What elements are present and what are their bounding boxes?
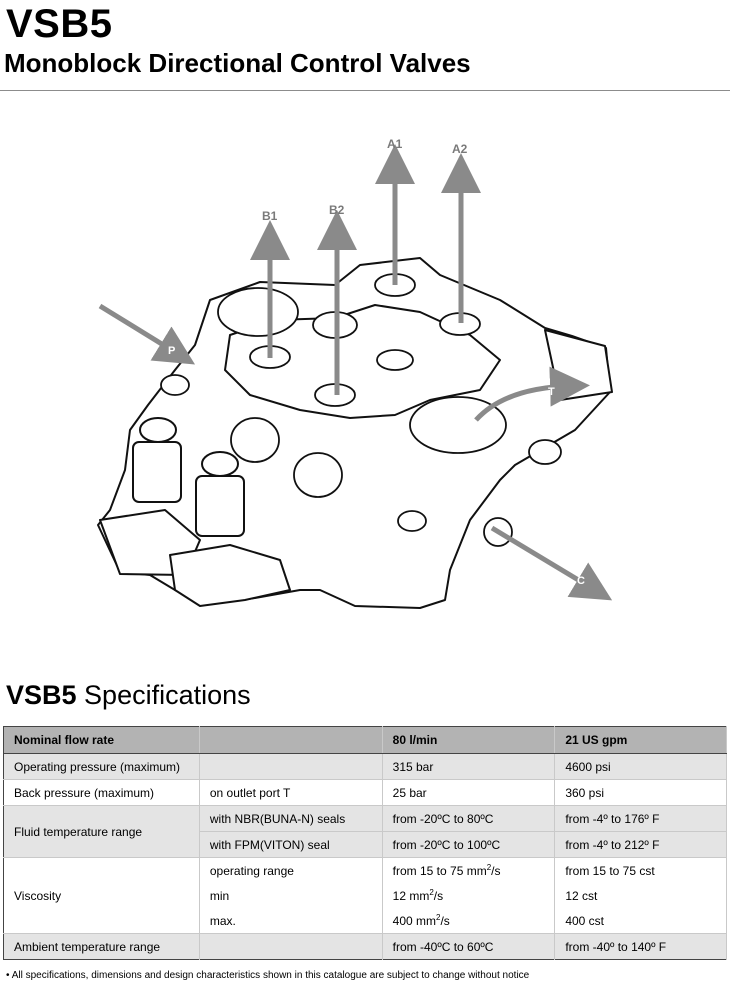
condition-cell: operating range	[199, 857, 383, 883]
metric-value: 400 mm	[392, 913, 437, 928]
imperial-cell: from -4º to 176º F	[554, 805, 727, 832]
imperial-cell: 4600 psi	[554, 753, 727, 780]
table-row: Back pressure (maximum) on outlet port T…	[3, 779, 727, 806]
label-cell: Viscosity	[3, 857, 200, 934]
metric-cell: from -20ºC to 100ºC	[382, 831, 556, 858]
metric-cell: 315 bar	[382, 753, 556, 780]
header-label-cell: Nominal flow rate	[3, 726, 200, 754]
valve-diagram: A1 A2 B1 B2 P T C	[97, 137, 613, 609]
condition-cell: on outlet port T	[199, 779, 383, 806]
table-row: Ambient temperature range from -40ºC to …	[3, 933, 727, 960]
footnote: • All specifications, dimensions and des…	[6, 970, 530, 981]
valve-body	[97, 257, 613, 609]
port-label-a1: A1	[387, 137, 403, 151]
imperial-cell: from -4º to 212º F	[554, 831, 727, 858]
metric-value: 12 mm	[392, 888, 430, 903]
flow-arrows	[98, 144, 613, 601]
unit-exponent: 2	[486, 862, 492, 872]
condition-cell	[199, 753, 383, 780]
header-imperial-cell: 21 US gpm	[554, 726, 727, 754]
metric-cell: 25 bar	[382, 779, 556, 806]
port-label-b2: B2	[329, 203, 345, 217]
port-label-a2: A2	[452, 142, 468, 156]
table-row: Fluid temperature range with NBR(BUNA-N)…	[3, 805, 727, 858]
metric-unit: /s	[491, 863, 501, 878]
imperial-cell: 12 cst	[554, 883, 727, 908]
condition-cell	[199, 933, 383, 960]
unit-exponent: 2	[436, 912, 441, 922]
metric-cell: 12 mm2/s	[382, 883, 556, 908]
metric-cell: from -20ºC to 80ºC	[382, 805, 556, 832]
port-label-p: P	[168, 345, 175, 357]
port-label-t: T	[548, 386, 555, 398]
imperial-cell: from -40º to 140º F	[554, 933, 727, 960]
header-divider	[0, 90, 730, 91]
metric-cell: from -40ºC to 60ºC	[382, 933, 556, 960]
condition-cell: with NBR(BUNA-N) seals	[199, 805, 383, 832]
table-header-row: Nominal flow rate 80 l/min 21 US gpm	[3, 726, 727, 754]
metric-unit: /s	[440, 913, 450, 928]
label-cell: Fluid temperature range	[3, 805, 200, 858]
imperial-cell: 400 cst	[554, 908, 727, 934]
table-row: Operating pressure (maximum) 315 bar 460…	[3, 753, 727, 780]
table-row: max. 400 mm2/s 400 cst	[4, 908, 727, 934]
unit-exponent: 2	[429, 887, 434, 897]
specifications-table: Nominal flow rate 80 l/min 21 US gpm Ope…	[3, 726, 727, 960]
port-label-group: A1 A2 B1 B2	[262, 137, 468, 223]
specifications-heading: VSB5 Specifications	[6, 679, 251, 711]
specifications-heading-text: Specifications	[76, 680, 251, 710]
condition-cell: min	[199, 883, 383, 908]
metric-cell: from 15 to 75 mm2/s	[382, 857, 556, 883]
table-row: Viscosity operating range from 15 to 75 …	[3, 857, 727, 934]
metric-unit: /s	[433, 888, 444, 903]
table-row: min 12 mm2/s 12 cst	[4, 883, 727, 908]
imperial-cell: 360 psi	[554, 779, 727, 806]
header-condition-cell	[199, 726, 383, 754]
page-title: VSB5	[6, 2, 113, 46]
metric-value: from 15 to 75 mm	[392, 863, 487, 878]
label-cell: Ambient temperature range	[3, 933, 200, 960]
condition-cell: max.	[199, 908, 383, 934]
label-cell: Operating pressure (maximum)	[3, 753, 200, 780]
port-label-b1: B1	[262, 209, 278, 223]
header-metric-cell: 80 l/min	[382, 726, 556, 754]
page-subtitle: Monoblock Directional Control Valves	[4, 48, 471, 78]
condition-cell: with FPM(VITON) seal	[199, 831, 383, 858]
specifications-heading-model: VSB5	[6, 680, 77, 710]
label-cell: Back pressure (maximum)	[3, 779, 200, 806]
port-label-c: C	[577, 575, 585, 587]
table-row: with FPM(VITON) seal from -20ºC to 100ºC…	[4, 831, 727, 858]
metric-cell: 400 mm2/s	[382, 908, 556, 934]
imperial-cell: from 15 to 75 cst	[554, 857, 727, 883]
